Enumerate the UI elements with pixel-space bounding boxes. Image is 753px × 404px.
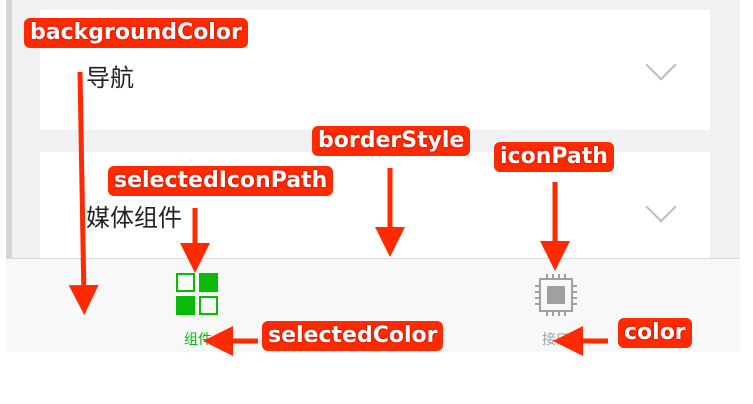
label-icon-path: iconPath (494, 142, 614, 172)
chip-icon (535, 274, 577, 316)
arrow-background-color (68, 71, 99, 315)
label-border-style: borderStyle (312, 126, 471, 156)
list-item-label: 媒体组件 (86, 204, 182, 232)
left-edge (6, 0, 12, 352)
grid-icon (176, 273, 218, 315)
label-selected-color: selectedColor (262, 321, 444, 351)
label-background-color: backgroundColor (24, 18, 248, 48)
label-color: color (618, 318, 692, 348)
label-selected-icon-path: selectedIconPath (108, 166, 334, 196)
tab-bar: 组件 接口 (6, 258, 740, 352)
list-item-label: 导航 (86, 64, 134, 92)
